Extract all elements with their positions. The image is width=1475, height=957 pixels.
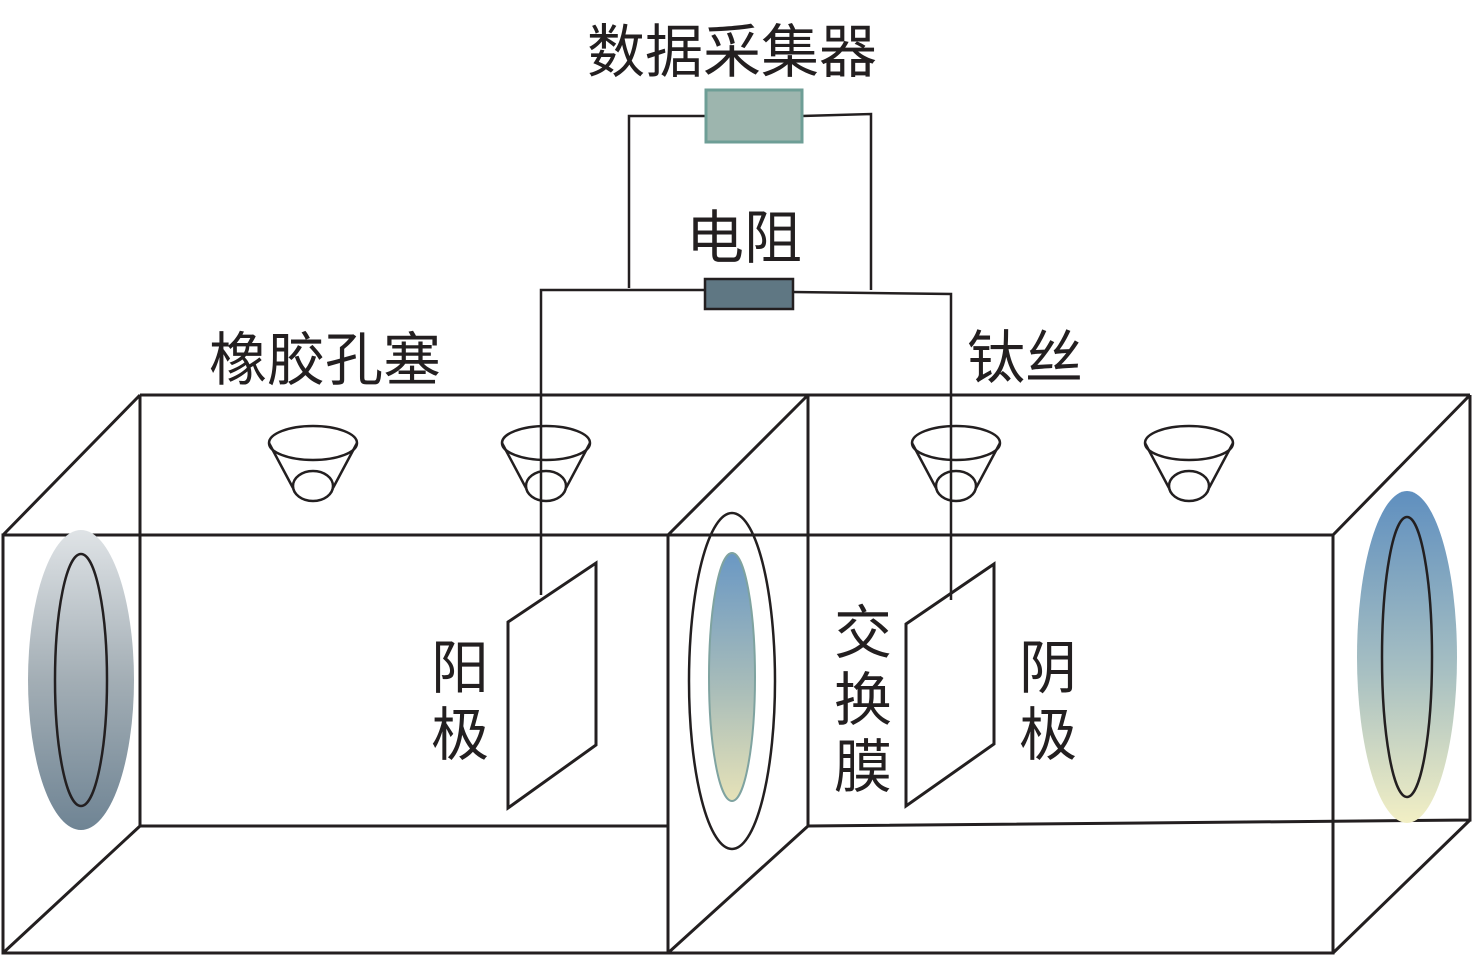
right-box-edge-bl [666, 824, 810, 955]
cathode-label-2: 极 [1019, 701, 1077, 769]
logger-wire-right [801, 112, 873, 290]
anode-wire [539, 288, 705, 595]
rubber-stopper-label: 橡胶孔塞 [209, 326, 441, 394]
rubber-stopper-1 [267, 424, 359, 503]
left-box-edge-bl [1, 824, 142, 955]
right-box-front [666, 533, 1335, 955]
anode-label-2: 极 [431, 701, 489, 769]
left-box-edge-tl [1, 393, 142, 537]
left-box-edge-tr [666, 393, 810, 537]
data-logger-label: 数据采集器 [587, 18, 877, 86]
resistor-label: 电阻 [686, 204, 802, 272]
right-box-edge-tr [1331, 393, 1472, 537]
membrane-label-1: 交 [834, 599, 892, 667]
rubber-stopper-4 [1143, 424, 1235, 503]
left-box-back-left [138, 395, 668, 828]
data-logger-box [704, 88, 804, 144]
membrane-label-3: 膜 [834, 733, 892, 801]
right-end-ring [1357, 491, 1457, 823]
titanium-wire-label: 钛丝 [967, 324, 1083, 392]
rubber-stopper-3 [910, 424, 1002, 503]
circuit-wires [539, 112, 953, 600]
anode-label-1: 阳 [431, 634, 489, 702]
cathode-label-1: 阴 [1019, 634, 1077, 702]
left-end-ring [28, 530, 134, 830]
cathode-plate [904, 561, 996, 809]
anode-plate [506, 560, 598, 811]
cathode-wire [792, 290, 953, 600]
exchange-membrane [687, 511, 777, 851]
right-box-edge-br [1331, 818, 1472, 955]
membrane-label-2: 换 [834, 666, 892, 734]
cathode-chamber [666, 393, 1472, 955]
rubber-stopper-2 [500, 424, 592, 503]
logger-wire-left [627, 114, 706, 288]
resistor-box [703, 277, 795, 311]
